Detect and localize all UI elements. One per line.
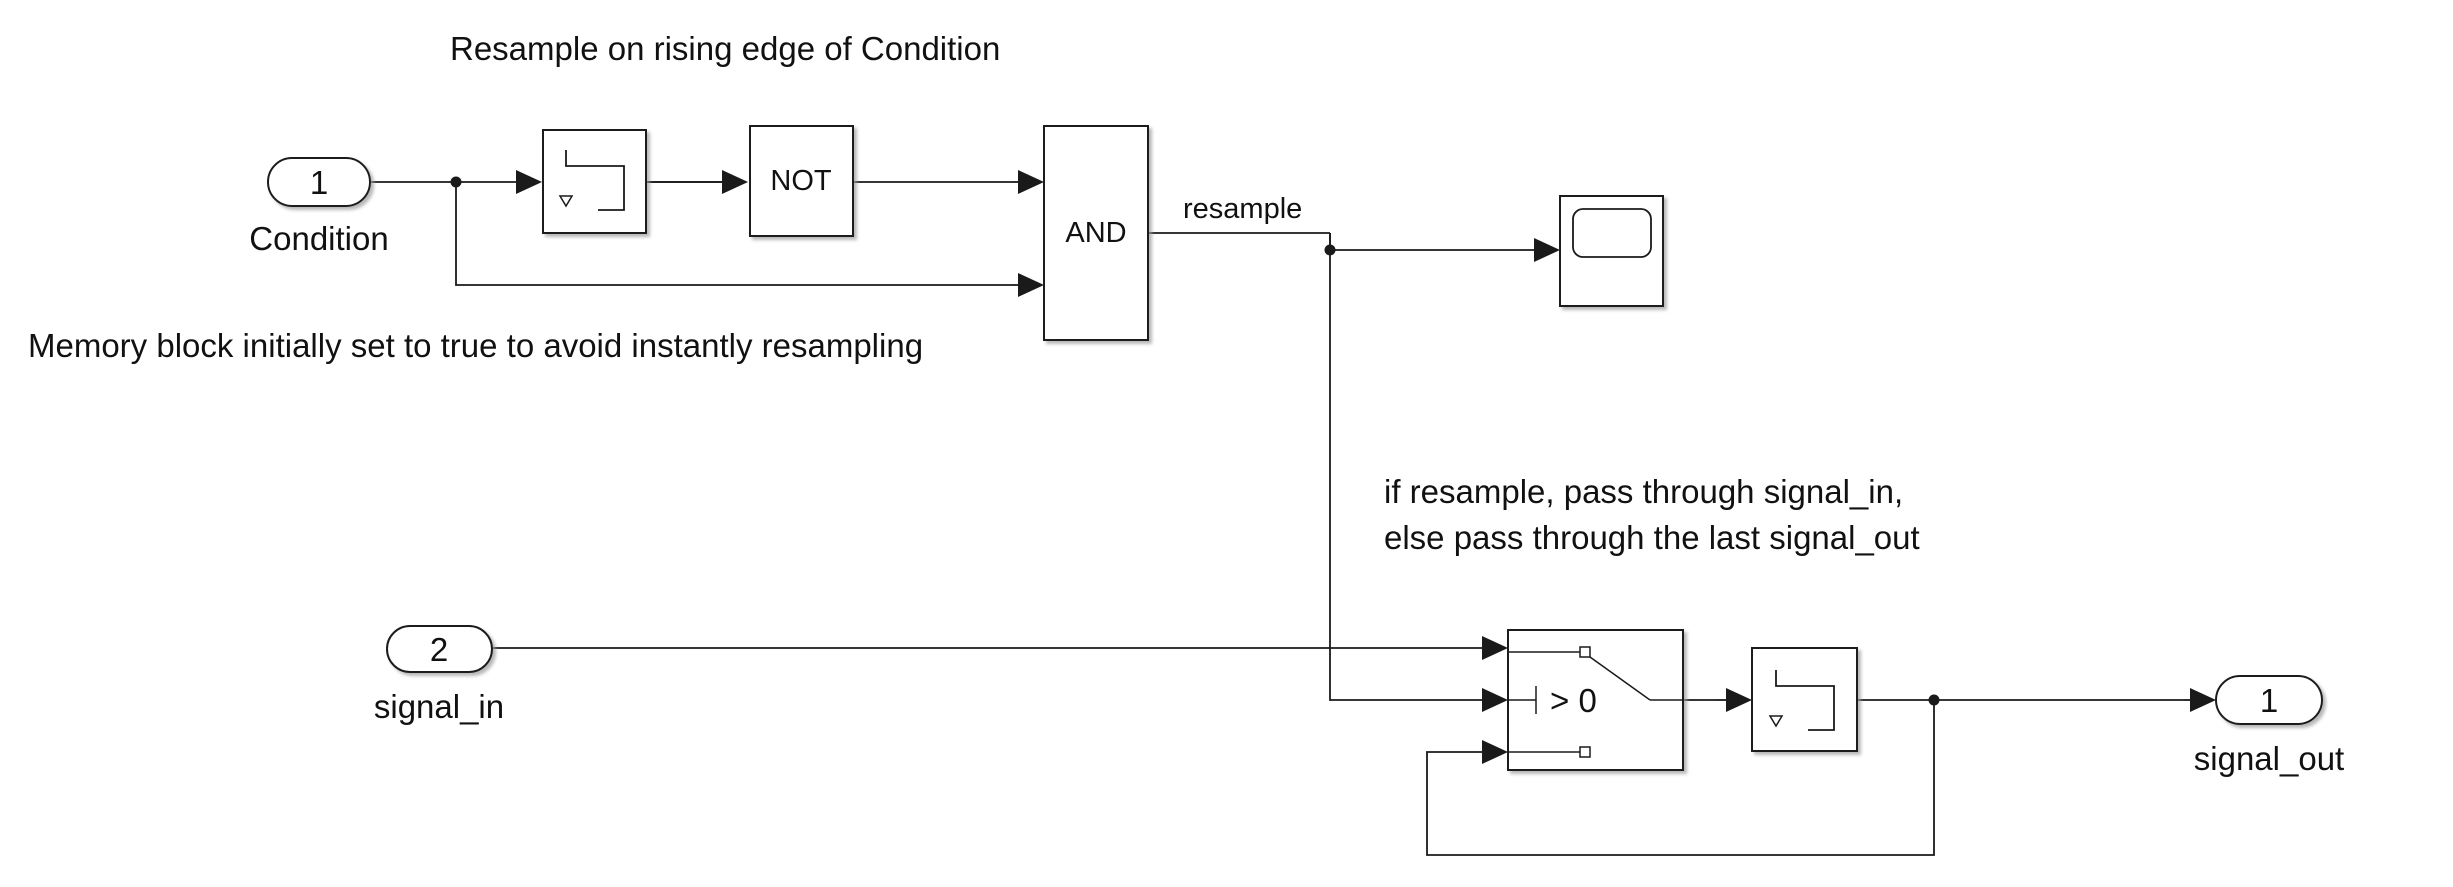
not-block-label: NOT [770,165,832,197]
switch-in3-contact [1579,746,1591,758]
arrow-switch-in3 [1482,740,1508,764]
arrow-and-in1 [1018,170,1044,194]
memory-block-1[interactable] [542,129,647,234]
branch-point-signal-out [1928,694,1940,706]
switch-note-line2: else pass through the last signal_out [1384,519,1920,556]
arrow-memory1-in [516,170,542,194]
signal-lines [370,181,2184,856]
memory-1-icon [565,150,625,211]
inport-condition-label: Condition [249,220,388,257]
not-block[interactable]: NOT [749,125,854,237]
and-block[interactable]: AND [1043,125,1149,341]
switch-criteria-label: > 0 [1550,682,1597,719]
switch-block[interactable]: > 0 [1507,629,1684,771]
line-extensions [646,181,2190,753]
memory-2-icon [1775,670,1835,731]
memory-2-triangle-icon [1768,715,1784,728]
scope-block[interactable] [1559,195,1664,307]
line-feedback[interactable] [1426,700,1935,856]
scope-screen-icon [1572,208,1652,258]
outport-signal-out[interactable]: 1 [2215,675,2323,725]
outport-signal-out-number: 1 [2260,682,2278,719]
arrowheads [516,170,2216,764]
resample-signal-label: resample [1183,193,1302,225]
arrow-switch-in2 [1482,688,1508,712]
arrow-scope-in [1534,238,1560,262]
arrow-outport-in [2190,688,2216,712]
switch-in1-contact [1579,646,1591,658]
memory-block-2[interactable] [1751,647,1858,752]
line-to-and-in2[interactable] [455,182,1012,286]
title-annotation: Resample on rising edge of Condition [450,30,1000,67]
line-resample-to-switch[interactable] [1329,233,1464,701]
inport-condition[interactable]: 1 [267,157,371,207]
arrow-not-in [722,170,748,194]
memory-note-annotation: Memory block initially set to true to av… [28,327,923,364]
inport-condition-number: 1 [310,164,328,201]
arrow-switch-in1 [1482,636,1508,660]
arrow-and-in2 [1018,273,1044,297]
inport-signal-in[interactable]: 2 [386,625,493,673]
inport-signal-in-number: 2 [430,631,448,668]
outport-signal-out-label: signal_out [2194,740,2344,777]
branch-point-condition [450,176,462,188]
inport-signal-in-label: signal_in [374,688,504,725]
switch-arm-icon [1589,656,1651,701]
switch-note-line1: if resample, pass through signal_in, [1384,473,1903,510]
memory-1-triangle-icon [558,195,574,208]
and-block-label: AND [1065,217,1126,249]
arrow-memory2-in [1726,688,1752,712]
